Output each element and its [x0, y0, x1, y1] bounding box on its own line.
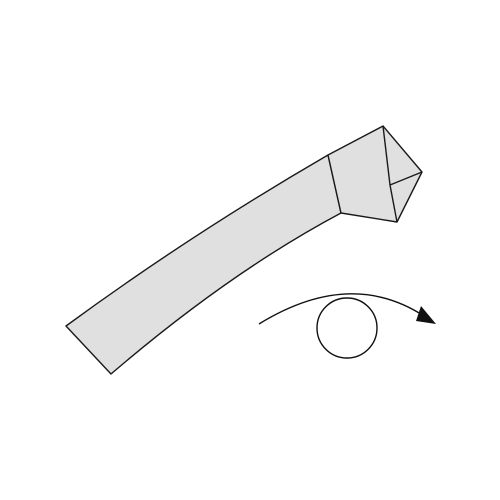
crease-line	[382, 125, 391, 186]
turn-over-circle-icon	[316, 297, 378, 359]
flip-over-arrow	[258, 293, 425, 325]
crease-line	[389, 171, 423, 186]
crease-line	[389, 184, 398, 223]
arrow-head-icon	[416, 306, 436, 324]
paper-strip	[65, 154, 342, 375]
folded-flap	[327, 125, 423, 223]
